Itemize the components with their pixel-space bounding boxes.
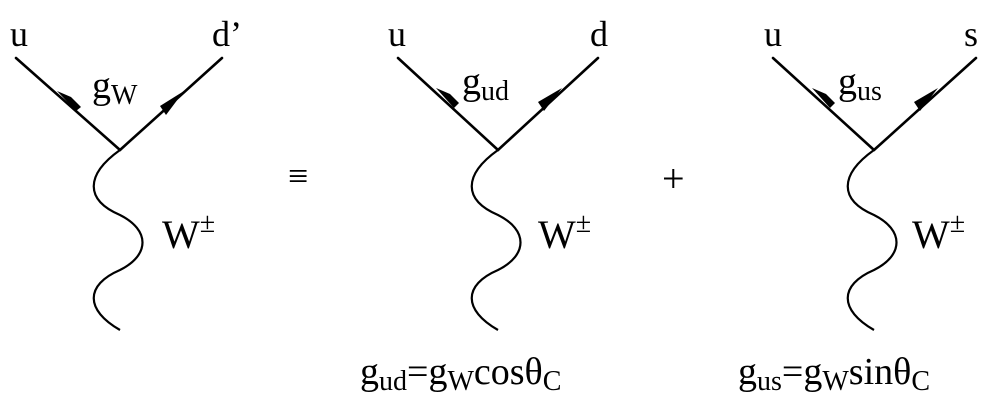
eq-angle-sub: C xyxy=(543,366,562,397)
eq-lhs-base: g xyxy=(360,351,379,393)
incoming-quark-label: u xyxy=(764,14,782,54)
outgoing-arrow xyxy=(160,91,184,115)
eq-func: cos xyxy=(474,351,525,393)
eq-equals: = xyxy=(407,351,428,393)
plus-sign: + xyxy=(662,156,685,201)
coupling-label: gud xyxy=(462,61,509,107)
boson-label: W± xyxy=(538,208,591,257)
boson-base: W xyxy=(162,212,200,257)
boson-sup: ± xyxy=(200,208,215,239)
eq-lhs-base: g xyxy=(738,351,757,393)
eq-g-sub: W xyxy=(447,366,474,397)
vertex-diagram-2: u d gud W± xyxy=(388,14,608,331)
incoming-u-line xyxy=(771,56,876,152)
outgoing-quark-label: d’ xyxy=(212,14,242,54)
eq-func: sin xyxy=(849,351,893,393)
boson-base: W xyxy=(912,212,950,257)
coupling-sub: ud xyxy=(481,76,509,107)
boson-label: W± xyxy=(912,208,965,257)
outgoing-arrow xyxy=(538,88,562,111)
outgoing-quark-label: d xyxy=(590,14,608,54)
outgoing-quark-label: s xyxy=(964,14,978,54)
boson-sup: ± xyxy=(576,208,591,239)
equivalence-sign: ≡ xyxy=(288,156,308,196)
outgoing-arrow xyxy=(914,88,938,111)
incoming-arrow xyxy=(436,88,459,108)
vertex-diagram-3: u s gus W± xyxy=(764,14,978,331)
coupling-base: g xyxy=(92,65,111,107)
eq-angle: θ xyxy=(893,351,911,393)
incoming-arrow xyxy=(57,91,81,111)
coupling-base: g xyxy=(838,61,857,103)
incoming-quark-label: u xyxy=(388,14,406,54)
w-boson-wavy-line xyxy=(846,149,898,331)
coupling-base: g xyxy=(462,61,481,103)
eq-g-base: g xyxy=(803,351,822,393)
coupling-sub: us xyxy=(857,76,882,107)
equation-sin: gus=gWsinθC xyxy=(738,351,930,397)
equation-cos: gud=gWcosθC xyxy=(360,351,561,397)
incoming-arrow xyxy=(812,88,835,108)
eq-g-base: g xyxy=(428,351,447,393)
eq-angle: θ xyxy=(525,351,543,393)
boson-label: W± xyxy=(162,208,215,257)
coupling-label: gW xyxy=(92,65,138,111)
incoming-u-line xyxy=(396,56,500,152)
eq-equals: = xyxy=(782,351,803,393)
coupling-sub: W xyxy=(111,80,138,111)
boson-base: W xyxy=(538,212,576,257)
eq-lhs-sub: ud xyxy=(379,366,407,397)
boson-sup: ± xyxy=(950,208,965,239)
eq-g-sub: W xyxy=(822,366,849,397)
w-boson-wavy-line xyxy=(470,149,522,331)
incoming-u-line xyxy=(14,56,122,152)
eq-angle-sub: C xyxy=(911,366,930,397)
w-boson-wavy-line xyxy=(92,149,144,331)
vertex-diagram-1: u d’ gW W± xyxy=(10,14,242,331)
eq-lhs-sub: us xyxy=(757,366,782,397)
incoming-quark-label: u xyxy=(10,14,28,54)
coupling-label: gus xyxy=(838,61,882,107)
